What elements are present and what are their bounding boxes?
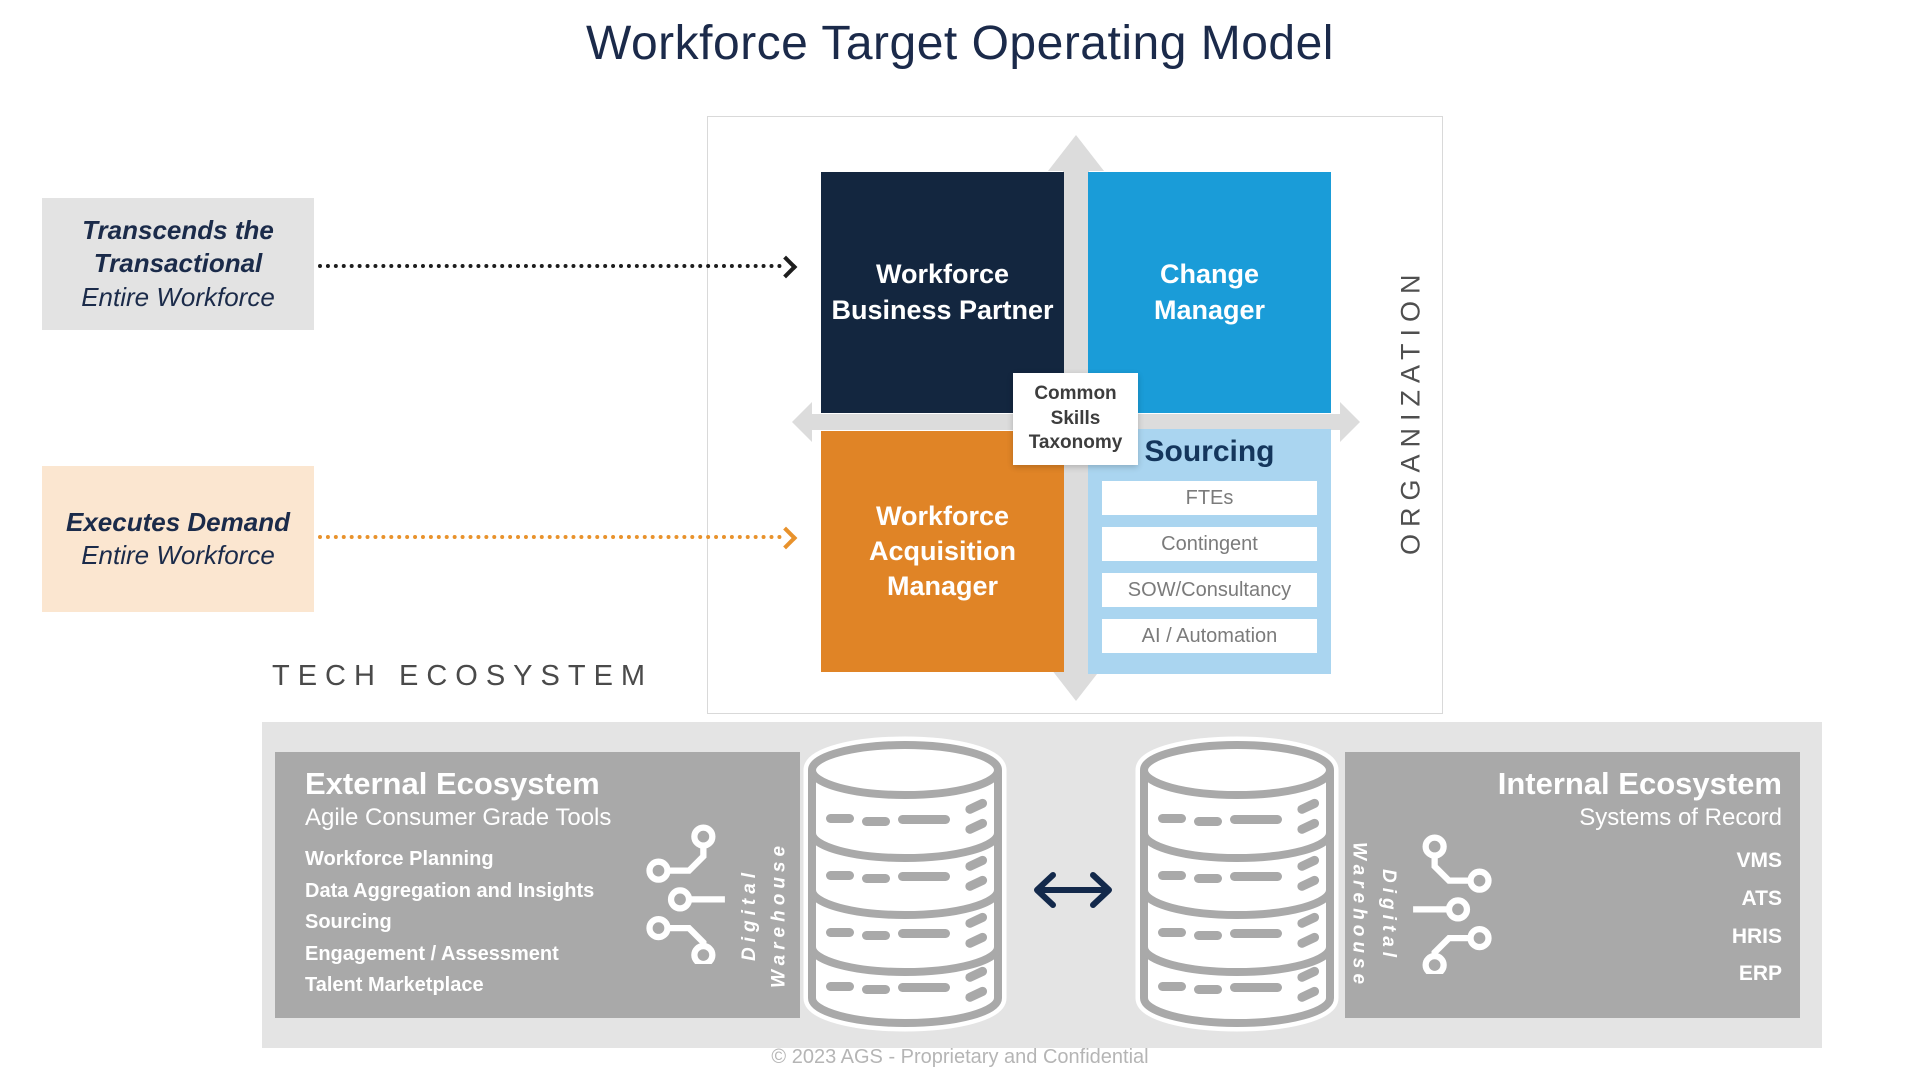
block-sourcing: Sourcing FTEs Contingent SOW/Consultancy… xyxy=(1088,429,1331,674)
digital-warehouse-label: Digital Warehouse xyxy=(1348,842,1399,990)
internal-ecosystem-list: VMS ATS HRIS ERP xyxy=(1345,842,1782,993)
sourcing-item: FTEs xyxy=(1102,481,1317,515)
sourcing-title: Sourcing xyxy=(1144,435,1275,468)
arrowhead-icon xyxy=(774,255,798,279)
dotted-line xyxy=(318,264,782,268)
circuit-nodes-icon xyxy=(646,824,725,964)
database-icon xyxy=(1144,745,1330,1023)
list-item: ATS xyxy=(1741,886,1782,910)
annotation-subheading: Entire Workforce xyxy=(81,540,275,570)
list-item: ERP xyxy=(1738,962,1782,986)
annotation-transcends: Transcends the Transactional Entire Work… xyxy=(42,198,314,330)
sourcing-item: AI / Automation xyxy=(1102,619,1317,653)
block-label: Workforce Acquisition Manager xyxy=(869,500,1016,602)
external-ecosystem-subtitle: Agile Consumer Grade Tools xyxy=(305,804,612,831)
axis-up-arrow-icon xyxy=(1048,135,1104,171)
list-item: Talent Marketplace xyxy=(305,974,484,997)
dotted-line xyxy=(318,535,782,539)
axis-right-arrow-icon xyxy=(1340,402,1360,442)
footer-copyright: © 2023 AGS - Proprietary and Confidentia… xyxy=(771,1046,1149,1068)
list-item: VMS xyxy=(1736,849,1782,872)
list-item: Workforce Planning xyxy=(305,848,494,870)
internal-ecosystem-subtitle: Systems of Record xyxy=(1579,804,1782,831)
common-skills-taxonomy-label: Common Skills Taxonomy xyxy=(1013,373,1138,465)
organization-axis-label: ORGANIZATION xyxy=(1395,267,1426,555)
list-item: Sourcing xyxy=(305,911,392,934)
database-icon xyxy=(812,745,998,1023)
sourcing-item: SOW/Consultancy xyxy=(1102,573,1317,607)
external-ecosystem-title: External Ecosystem xyxy=(305,766,600,801)
annotation-subheading: Entire Workforce xyxy=(81,281,275,312)
external-ecosystem-block: External Ecosystem Agile Consumer Grade … xyxy=(275,752,800,1018)
internal-ecosystem-block: Internal Ecosystem Systems of Record VMS… xyxy=(1345,752,1800,1018)
tech-ecosystem-band: External Ecosystem Agile Consumer Grade … xyxy=(262,722,1822,1048)
block-workforce-acquisition-manager: Workforce Acquisition Manager xyxy=(821,431,1064,672)
dotted-arrow-executes xyxy=(318,526,798,550)
block-change-manager: Change Manager xyxy=(1088,172,1331,413)
block-workforce-business-partner: Workforce Business Partner xyxy=(821,172,1064,413)
list-item: HRIS xyxy=(1731,924,1782,948)
circuit-nodes-icon xyxy=(1413,834,1492,974)
list-item: Data Aggregation and Insights xyxy=(305,879,595,902)
double-arrow-icon xyxy=(1034,872,1112,908)
external-ecosystem-list: Workforce Planning Data Aggregation and … xyxy=(305,844,782,1002)
quadrant-frame: Workforce Business Partner Change Manage… xyxy=(707,116,1443,714)
list-item: Engagement / Assessment xyxy=(305,942,559,965)
internal-ecosystem-title: Internal Ecosystem xyxy=(1497,766,1782,801)
annotation-heading: Transcends the Transactional xyxy=(82,215,274,279)
digital-warehouse-label: Digital Warehouse xyxy=(739,840,790,988)
arrowhead-icon xyxy=(774,526,798,550)
dotted-arrow-transcends xyxy=(318,255,798,279)
sourcing-item: Contingent xyxy=(1102,527,1317,561)
axis-left-arrow-icon xyxy=(792,402,812,442)
tech-ecosystem-heading: TECH ECOSYSTEM xyxy=(272,660,654,692)
block-label: Change Manager xyxy=(1153,259,1266,325)
annotation-heading: Executes Demand xyxy=(66,506,290,537)
page-title: Workforce Target Operating Model xyxy=(586,17,1334,70)
annotation-executes: Executes Demand Entire Workforce xyxy=(42,466,314,612)
block-label: Workforce Business Partner xyxy=(831,259,1054,325)
